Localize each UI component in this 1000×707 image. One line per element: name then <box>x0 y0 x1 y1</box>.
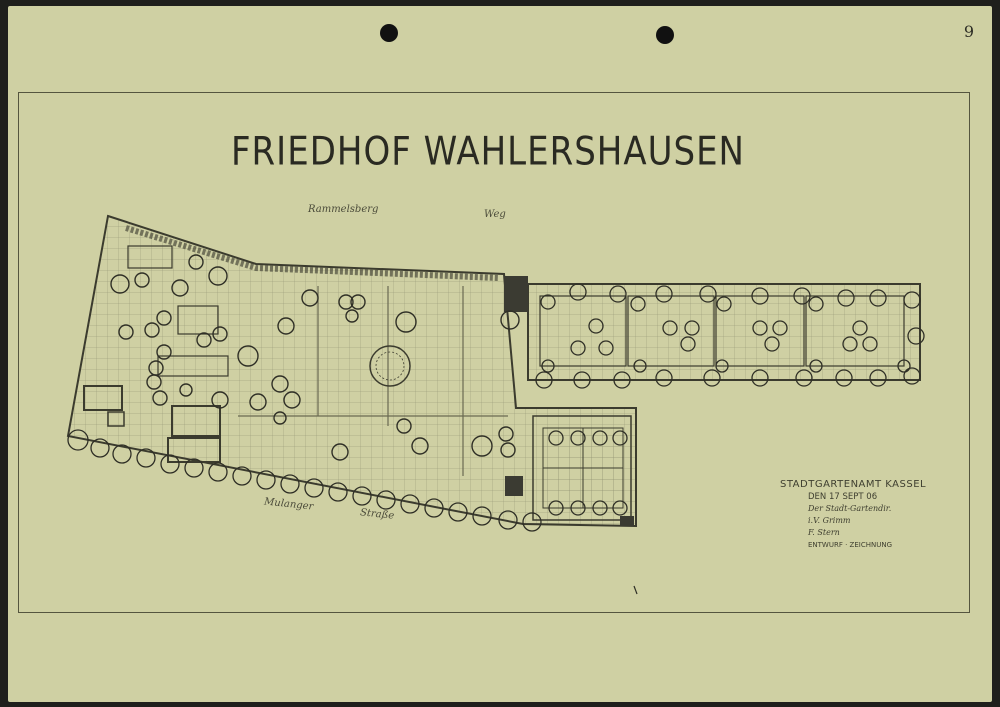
chapel-building <box>504 276 528 312</box>
punch-hole-left <box>380 24 398 42</box>
road-label-top: Rammelsberg <box>308 204 379 215</box>
road-label-top-suffix: Weg <box>484 209 506 220</box>
punch-hole-right <box>656 26 674 44</box>
document-sheet: 9 FRIEDHOF WAHLERSHAUSEN Rammelsberg Weg… <box>8 6 992 702</box>
stamp-office: STADTGARTENAMT KASSEL <box>780 479 927 490</box>
stamp-line-2: i.V. Grimm <box>808 516 851 525</box>
main-plot <box>66 214 637 528</box>
plan-title: FRIEDHOF WAHLERSHAUSEN <box>231 129 745 175</box>
trees <box>110 254 520 461</box>
stamp-line-3: F. Stern <box>808 528 840 537</box>
office-stamp: STADTGARTENAMT KASSEL DEN 17 SEPT 06 Der… <box>780 479 930 551</box>
central-roundel <box>369 345 411 387</box>
stamp-footer: ENTWURF · ZEICHNUNG <box>808 541 892 549</box>
sheet-number: 9 <box>963 22 974 41</box>
stamp-line-1: Der Stadt-Gartendir. <box>808 504 892 513</box>
stamp-date: DEN 17 SEPT 06 <box>808 492 878 502</box>
cemetery-site-plan <box>66 214 925 595</box>
drawing-frame <box>18 92 970 613</box>
